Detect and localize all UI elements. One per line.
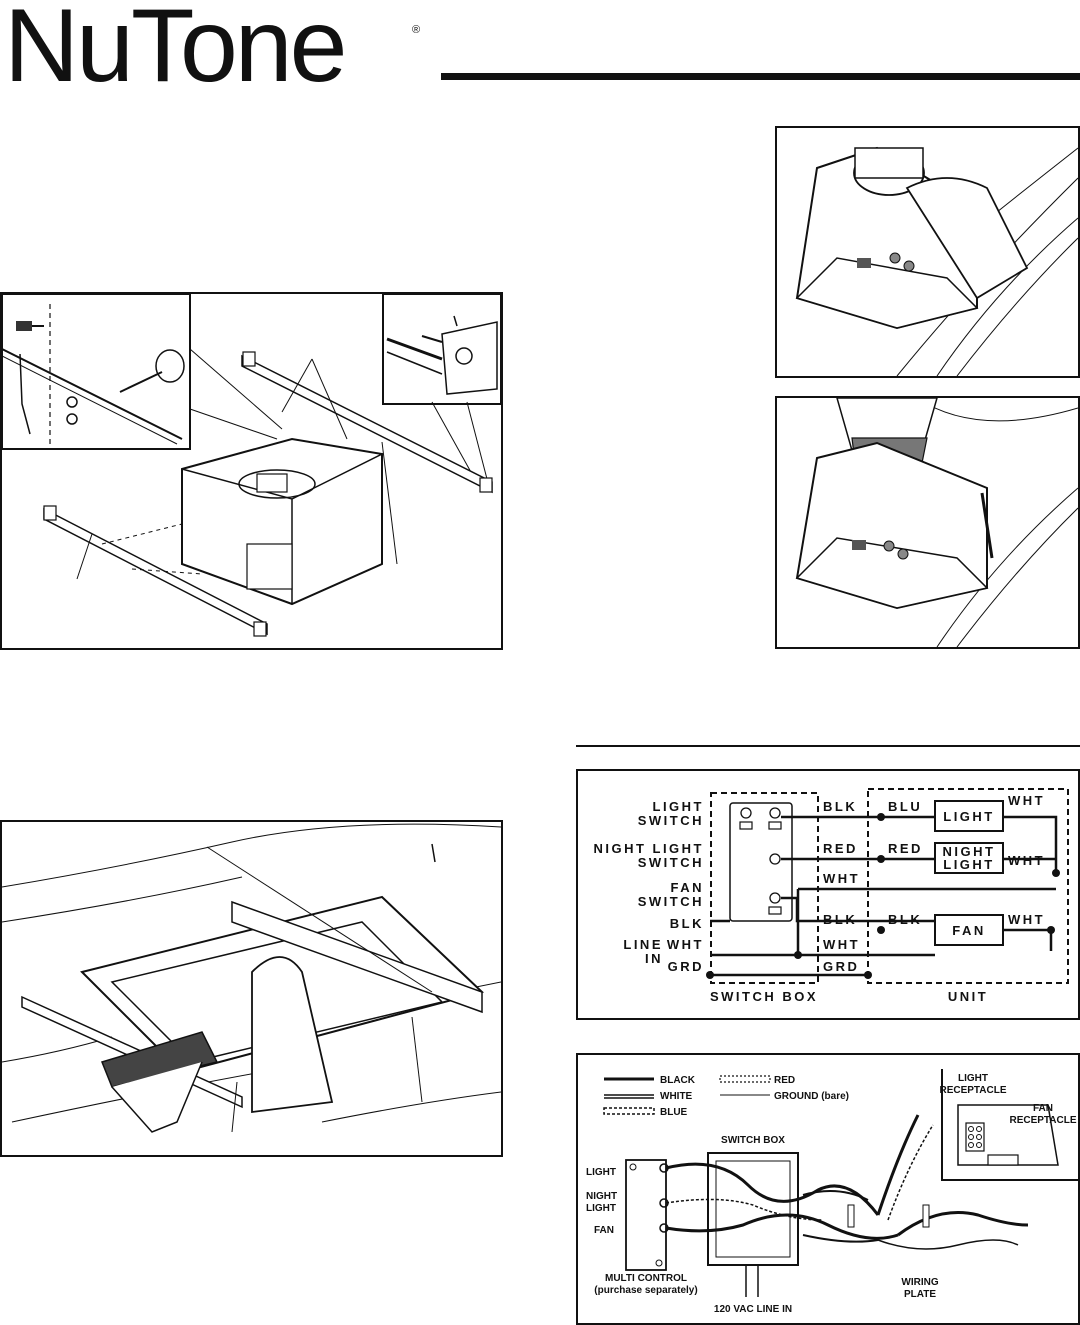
- wiring-plate-label-2: PLATE: [904, 1289, 936, 1300]
- switch-box-label: SWITCH BOX: [710, 989, 818, 1004]
- component-fan: FAN: [952, 923, 986, 938]
- wiring-plate-label: WIRING: [901, 1277, 938, 1288]
- label-light: LIGHT: [653, 799, 705, 814]
- line-in-label: 120 VAC LINE IN: [714, 1304, 792, 1315]
- joist-install-illustration: [2, 823, 501, 1133]
- duct-attached-illustration: [795, 398, 1078, 647]
- label-blk-line: BLK: [670, 916, 704, 931]
- figure-joist-install: [0, 820, 503, 1157]
- control-night: NIGHT: [586, 1191, 617, 1202]
- wire-red-1: RED: [823, 841, 858, 856]
- wire-blk-2: BLK: [823, 912, 857, 927]
- legend-ground: GROUND (bare): [774, 1091, 849, 1102]
- brand-logo: NuTone: [4, 0, 347, 104]
- wiring-schematic-diagram: LIGHT SWITCH NIGHT LIGHT SWITCH FAN SWIT…: [593, 788, 1069, 1004]
- header-rule: [441, 73, 1080, 80]
- switch-box-title: SWITCH BOX: [721, 1135, 785, 1146]
- label-switch-2: SWITCH: [638, 855, 704, 870]
- wire-wht-3: WHT: [823, 871, 860, 886]
- label-switch-3: SWITCH: [638, 894, 704, 909]
- label-grd-line: GRD: [668, 959, 704, 974]
- wire-wht-5: WHT: [823, 937, 860, 952]
- label-wht-line: WHT: [667, 937, 704, 952]
- legend-black: BLACK: [660, 1075, 696, 1086]
- wiring-pictorial: BLACK WHITE BLUE RED GROUND (bare) LIGHT…: [576, 1053, 1080, 1325]
- figure-duct-attached: [775, 396, 1080, 649]
- legend-white: WHITE: [660, 1091, 693, 1102]
- multi-control-label: MULTI CONTROL: [605, 1273, 687, 1284]
- wire-red-2: RED: [888, 841, 923, 856]
- wiring-schematic: LIGHT SWITCH NIGHT LIGHT SWITCH FAN SWIT…: [576, 769, 1080, 1020]
- wire-blk-1: BLK: [823, 799, 857, 814]
- wire-wht-1: WHT: [1008, 793, 1045, 808]
- label-night-light: NIGHT LIGHT: [593, 841, 704, 856]
- component-light: LIGHT: [943, 809, 995, 824]
- duct-connector-illustration: [795, 146, 1078, 376]
- hanger-bars-illustration: [2, 294, 501, 637]
- section-rule: [576, 745, 1080, 747]
- fan-receptacle-label-2: RECEPTACLE: [1009, 1115, 1076, 1126]
- registered-mark: ®: [412, 24, 421, 36]
- figure-duct-connector: [775, 126, 1080, 378]
- light-receptacle-label: LIGHT: [958, 1073, 988, 1084]
- label-fan: FAN: [671, 880, 705, 895]
- wire-blk-3: BLK: [888, 912, 922, 927]
- control-night-light: LIGHT: [586, 1203, 616, 1214]
- wiring-pictorial-diagram: BLACK WHITE BLUE RED GROUND (bare) LIGHT…: [586, 1069, 1078, 1315]
- label-switch-1: SWITCH: [638, 813, 704, 828]
- legend-red: RED: [774, 1075, 795, 1086]
- multi-control-note: (purchase separately): [594, 1285, 697, 1296]
- component-night-light: LIGHT: [943, 857, 995, 872]
- light-receptacle-label-2: RECEPTACLE: [939, 1085, 1006, 1096]
- control-light: LIGHT: [586, 1167, 616, 1178]
- label-in: IN: [645, 951, 663, 966]
- wire-wht-2: WHT: [1008, 853, 1045, 868]
- fan-receptacle-label: FAN: [1033, 1103, 1053, 1114]
- wire-blu: BLU: [888, 799, 922, 814]
- control-fan: FAN: [594, 1225, 614, 1236]
- unit-label: UNIT: [948, 989, 988, 1004]
- wire-grd: GRD: [823, 959, 859, 974]
- label-line: LINE: [623, 937, 663, 952]
- component-night: NIGHT: [943, 844, 996, 859]
- wire-wht-4: WHT: [1008, 912, 1045, 927]
- legend-blue: BLUE: [660, 1107, 688, 1118]
- figure-hanger-bars: [0, 292, 503, 650]
